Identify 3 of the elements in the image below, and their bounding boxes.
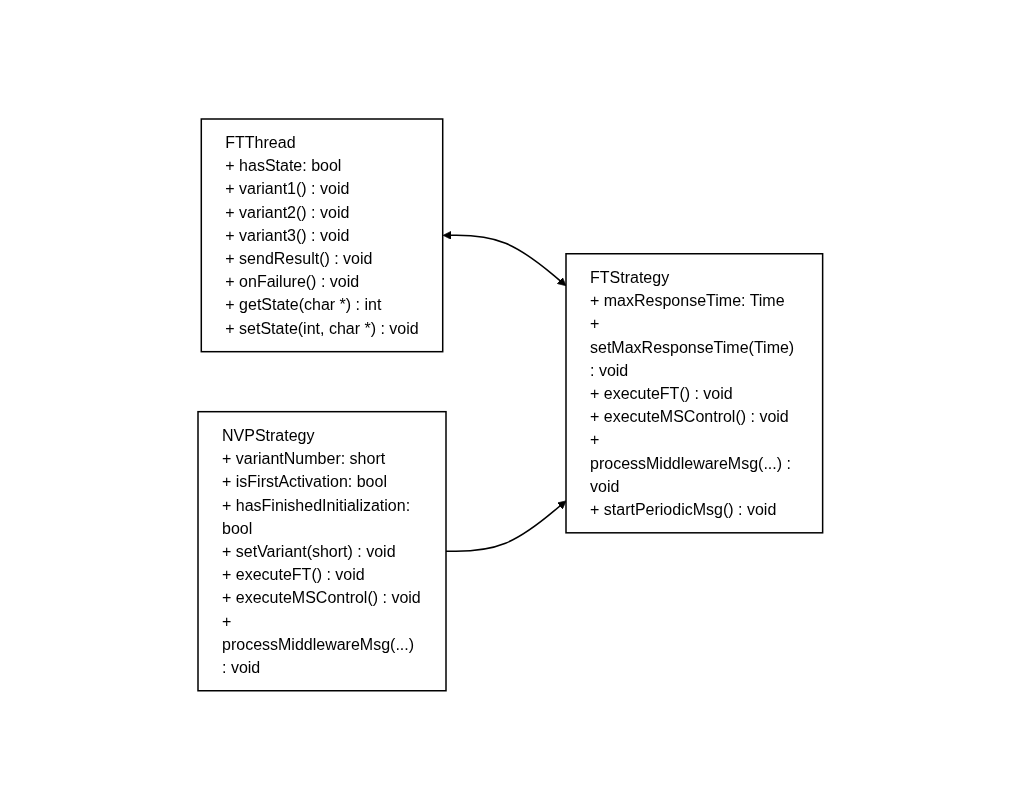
node-box: NVPStrategy + variantNumber: short + isFirstActivation: bool + hasFinishedInitialization: bool + setVariant(short) : void + executeFT() : void + executeMSControl() : void + processMiddlewareMsg(...) : void [196, 411, 447, 692]
node-box: FTStrategy + maxResponseTime: Time + setMaxResponseTime(Time) : void + executeFT() : void + executeMSControl() : void + processMiddlewareMsg(...) : void + startPeriodicMsg() : void [564, 253, 824, 534]
node-box: FTThread + hasState: bool + variant1() : void + variant2() : void + variant3() : void + sendResult() : void + onFailure() : void + getState(char *) : int + setState(int, char *) : void [200, 118, 444, 353]
